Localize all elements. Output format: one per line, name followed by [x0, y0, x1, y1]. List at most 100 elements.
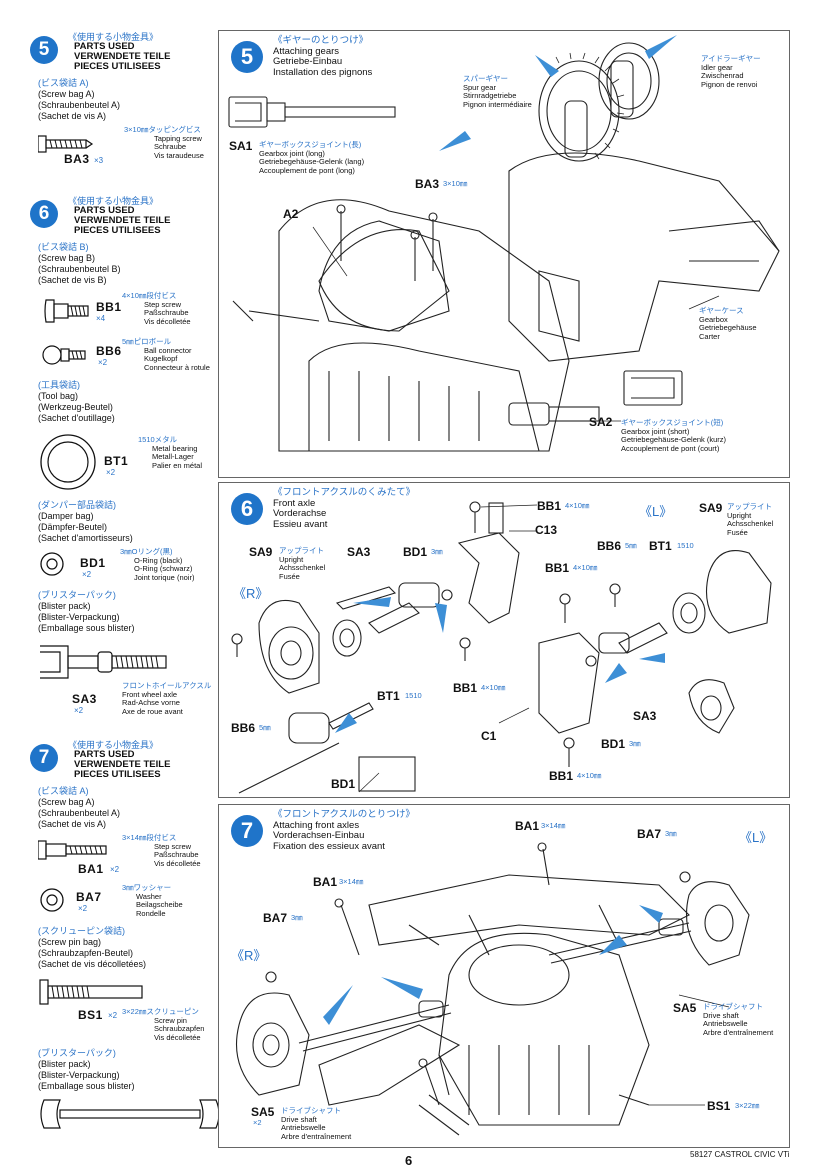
part-code: BA1 [78, 862, 104, 876]
part-desc: 3㎜Oリング(黒) O-Ring (black) O-Ring (schwarz… [120, 547, 195, 582]
label-jp: スパーギヤー [463, 74, 508, 83]
label-sa9-right-desc: アップライト Upright Achsschenkel Fusée [727, 502, 773, 537]
label-sa5-right-desc: ドライブシャフト Drive shaft Antriebswelle Arbre… [703, 1002, 773, 1037]
label-left-side: 《L》 [739, 830, 773, 845]
parts-used-title: PARTS USED VERWENDETE TEILE PIECES UTILI… [74, 41, 171, 72]
bag-de: (Schraubenbeutel A) [38, 100, 121, 110]
step-number-badge: 5 [231, 41, 263, 73]
step-title-text: Attaching gears Getriebe-Einbau Installa… [273, 45, 373, 78]
label-jp: アップライト [727, 502, 772, 511]
label-right-side: 《R》 [231, 948, 267, 963]
bag-jp: (ビス袋詰 B) [38, 242, 89, 252]
label-jp: アップライト [279, 546, 324, 555]
part-code: BA3 [64, 152, 90, 166]
part-qty: ×4 [96, 314, 106, 323]
bag-en: (Tool bag) [38, 391, 79, 401]
label-text: Upright Achsschenkel Fusée [279, 554, 326, 581]
part-sa3: SA3 ×2 フロントホイールアクスル Front wheel axle Rad… [38, 638, 218, 718]
label-text: Spur gear Stirnradgetriebe Pignon interm… [463, 82, 532, 109]
part-desc-jp: 3×10㎜タッピングビス [124, 125, 201, 134]
part-desc: 3㎜ワッシャー Washer Beilagscheibe Rondelle [122, 883, 183, 918]
damper-bag: (ダンパー部品袋詰) (Damper bag) (Dämpfer-Beutel)… [38, 500, 218, 544]
label-a2: A2 [283, 207, 299, 221]
step-5-box: 5 《ギヤーのとりつけ》 Attaching gears Getriebe-Ei… [218, 30, 790, 478]
blister-pack: (ブリスターパック) (Blister pack) (Blister-Verpa… [38, 590, 218, 634]
step-6-box: 6 《フロントアクスルのくみたて》 Front axle Vorderachse… [218, 482, 790, 798]
bag-fr: (Sachet d'outillage) [38, 413, 115, 423]
part-qty: ×2 [82, 570, 92, 579]
label-sa2: SA2 [589, 415, 613, 429]
label-jp: ドライブシャフト [281, 1106, 341, 1115]
step-screw-icon [38, 840, 107, 860]
part-code: BD1 [80, 556, 106, 570]
label-c1: C1 [481, 729, 497, 743]
bag-de: (Werkzeug-Beutel) [38, 402, 113, 412]
product-code: 58127 CASTROL CIVIC VTi [690, 1150, 790, 1159]
label-left-side: 《L》 [639, 504, 673, 519]
part-desc-jp: 3×22㎜スクリューピン [122, 1007, 199, 1016]
part-qty: ×2 [108, 1011, 118, 1020]
part-desc-text: Step screw Paßschraube Vis décolletée [154, 841, 201, 868]
part-code: BT1 [104, 454, 129, 468]
step-title-jp: 《ギヤーのとりつけ》 [273, 35, 369, 46]
parts-used-title: PARTS USED VERWENDETE TEILE PIECES UTILI… [74, 205, 171, 236]
label-bb1-mid: BB1 [545, 561, 570, 575]
bag-en: (Screw pin bag) [38, 937, 102, 947]
bag-en: (Screw bag A) [38, 89, 95, 99]
step-number-badge: 7 [231, 815, 263, 847]
part-desc-text: Metal bearing Metall-Lager Palier en mét… [152, 443, 203, 470]
label-text: Gearbox Getriebegehäuse Carter [699, 314, 757, 341]
label-bt1-low-size: 1510 [405, 691, 422, 700]
screw-bag-a-7: (ビス袋詰 A) (Screw bag A) (Schraubenbeutel … [38, 786, 218, 830]
label-sa5-left: SA5 [251, 1105, 275, 1119]
label-sa1: SA1 [229, 139, 253, 153]
step-title-text: Attaching front axles Vorderachsen-Einba… [273, 819, 385, 852]
part-desc-jp: 3×14㎜段付ビス [122, 833, 177, 842]
part-desc-jp: 3㎜Oリング(黒) [120, 547, 173, 556]
bag-de: (Schraubzapfen-Beutel) [38, 948, 134, 958]
part-bs1: BS1 ×2 3×22㎜スクリューピン Screw pin Schraubzap… [38, 974, 218, 1044]
step-7-box: 7 《フロントアクスルのとりつけ》 Attaching front axles … [218, 804, 790, 1148]
label-bt1-low: BT1 [377, 689, 400, 703]
label-ba7-mid: BA7 [263, 911, 288, 925]
part-desc: 3×22㎜スクリューピン Screw pin Schraubzapfen Vis… [122, 1007, 204, 1042]
front-axle-mount-illustration [235, 842, 750, 1136]
label-bd1-bottom: BD1 [331, 777, 356, 791]
step-number-badge: 6 [30, 200, 58, 228]
step-number-badge: 6 [231, 493, 263, 525]
washer-icon [40, 888, 64, 912]
label-spur-gear: スパーギヤー Spur gear Stirnradgetriebe Pignon… [463, 74, 532, 109]
bag-de: (Blister-Verpackung) [38, 612, 120, 622]
label-bb6-low: BB6 [231, 721, 256, 735]
bag-jp: (ビス袋詰 A) [38, 78, 89, 88]
page-number: 6 [405, 1153, 413, 1168]
step-number-badge: 5 [30, 36, 58, 64]
part-desc-jp: フロントホイールアクスル [122, 681, 212, 690]
part-desc: フロントホイールアクスル Front wheel axle Rad-Achse … [122, 681, 212, 716]
part-bd1: BD1 ×2 3㎜Oリング(黒) O-Ring (black) O-Ring (… [38, 546, 218, 606]
label-sa3: SA3 [347, 545, 371, 559]
bag-de: (Dämpfer-Beutel) [38, 522, 108, 532]
bag-de: (Schraubenbeutel A) [38, 808, 121, 818]
label-bb6-low-size: 5㎜ [259, 723, 271, 732]
label-bt1: BT1 [649, 539, 672, 553]
label-ba1-top-size: 3×14㎜ [541, 821, 566, 830]
label-right-side: 《R》 [233, 586, 269, 601]
screw-pin-bag: (スクリューピン袋詰) (Screw pin bag) (Schraubzapf… [38, 926, 218, 970]
label-bs1: BS1 [707, 1099, 731, 1113]
label-text: Gearbox joint (long) Getriebegehäuse-Gel… [259, 148, 365, 175]
bag-fr: (Emballage sous blister) [38, 1081, 135, 1091]
label-sa5-left-desc: ドライブシャフト Drive shaft Antriebswelle Arbre… [281, 1106, 351, 1141]
label-sa9-left-desc: アップライト Upright Achsschenkel Fusée [279, 546, 326, 581]
step-number-badge: 7 [30, 744, 58, 772]
part-desc-text: O-Ring (black) O-Ring (schwarz) Joint to… [134, 555, 195, 582]
metal-bearing-icon [40, 434, 96, 490]
parts-sidebar: 5 《使用する小物金具》 PARTS USED VERWENDETE TEILE… [30, 22, 220, 1132]
label-jp: ギヤーケース [699, 306, 744, 315]
ball-connector-icon [42, 345, 86, 365]
part-ba7: BA7 ×2 3㎜ワッシャー Washer Beilagscheibe Rond… [38, 882, 218, 942]
step-screw-icon [44, 299, 89, 323]
part-desc: 4×10㎜段付ビス Step screw Paßschraube Vis déc… [122, 291, 191, 326]
bag-jp: (ダンパー部品袋詰) [38, 500, 116, 510]
label-bb1-low: BB1 [453, 681, 478, 695]
